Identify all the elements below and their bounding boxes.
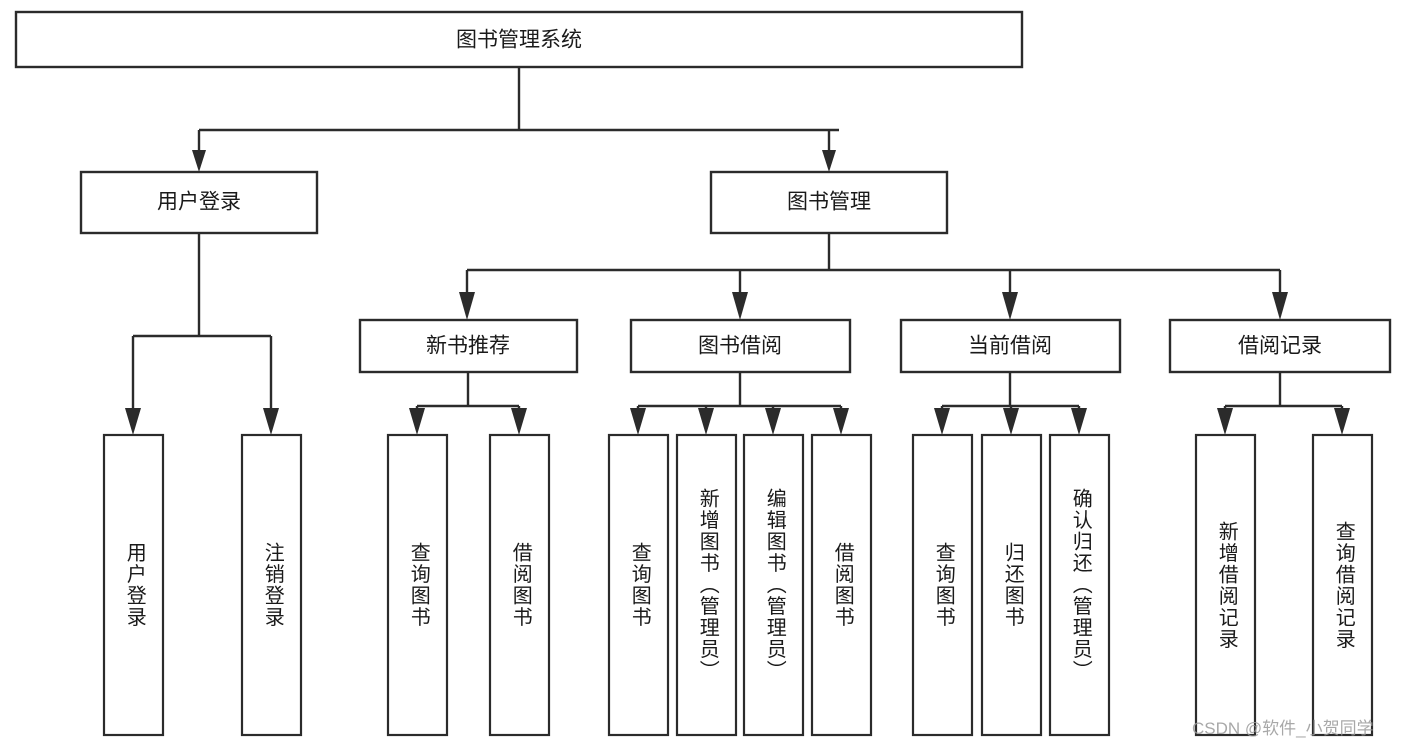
node-box-book-borrow[interactable] xyxy=(629,318,852,374)
leaf-box-book-borrow-2[interactable] xyxy=(742,433,805,737)
connector-currentborrow-to-leaves xyxy=(934,372,1087,435)
node-label-user-login: 用户登录 xyxy=(157,191,241,214)
connector-root-to-level1 xyxy=(192,67,839,172)
leaf-box-borrow-record-0[interactable] xyxy=(1194,433,1257,737)
node-label-root: 图书管理系统 xyxy=(456,29,582,52)
leaf-box-book-borrow-3[interactable] xyxy=(810,433,873,737)
leaf-box-user-login-1[interactable] xyxy=(240,433,303,737)
leaf-box-new-book-0[interactable] xyxy=(386,433,449,737)
connector-newbook-to-leaves xyxy=(409,372,527,435)
node-label-new-book-recommend: 新书推荐 xyxy=(426,335,510,358)
leaf-box-borrow-record-1[interactable] xyxy=(1311,433,1374,737)
node-box-root[interactable] xyxy=(14,10,1024,69)
leaf-box-current-borrow-2[interactable] xyxy=(1048,433,1111,737)
node-label-borrow-record: 借阅记录 xyxy=(1238,335,1322,358)
node-label-current-borrow: 当前借阅 xyxy=(968,335,1052,358)
leaf-box-book-borrow-0[interactable] xyxy=(607,433,670,737)
node-box-new-book-recommend[interactable] xyxy=(358,318,579,374)
node-box-borrow-record[interactable] xyxy=(1168,318,1392,374)
connector-bookmgmt-to-level2 xyxy=(459,233,1288,320)
leaf-box-book-borrow-1[interactable] xyxy=(675,433,738,737)
node-label-book-borrow: 图书借阅 xyxy=(698,335,782,358)
node-box-user-login[interactable] xyxy=(79,170,319,235)
leaf-box-current-borrow-1[interactable] xyxy=(980,433,1043,737)
node-box-current-borrow[interactable] xyxy=(899,318,1122,374)
node-box-book-management[interactable] xyxy=(709,170,949,235)
leaf-box-current-borrow-0[interactable] xyxy=(911,433,974,737)
connector-bookborrow-to-leaves xyxy=(630,372,849,435)
leaf-box-new-book-1[interactable] xyxy=(488,433,551,737)
connector-borrowrecord-to-leaves xyxy=(1217,372,1350,435)
node-label-book-management: 图书管理 xyxy=(787,191,871,214)
watermark-text: CSDN @软件_小贺同学 xyxy=(1192,719,1374,738)
leaf-box-user-login-0[interactable] xyxy=(102,433,165,737)
connector-userlogin-to-leaves xyxy=(125,233,279,435)
